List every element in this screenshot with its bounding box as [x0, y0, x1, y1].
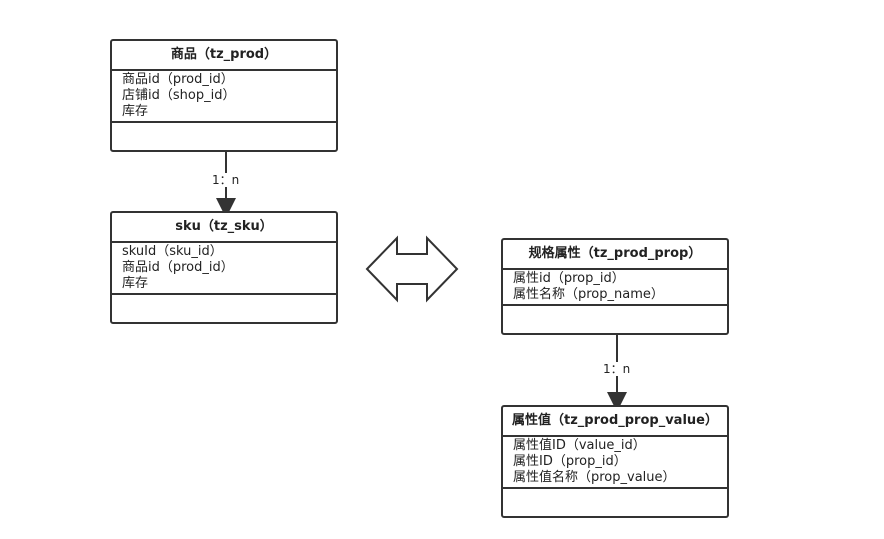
- entity-attribute: 属性值ID（value_id）: [513, 438, 646, 453]
- entity-attribute: 店铺id（shop_id）: [122, 88, 236, 103]
- entity-attribute: 属性值名称（prop_value）: [513, 470, 676, 485]
- entity-attribute: 属性名称（prop_name）: [513, 287, 664, 302]
- entity-attribute: 属性ID（prop_id）: [513, 454, 627, 469]
- entity-attributes: 属性id（prop_id） 属性名称（prop_name）: [503, 270, 727, 306]
- entity-methods: [112, 295, 336, 322]
- entity-title: 规格属性（tz_prod_prop）: [503, 240, 727, 270]
- entity-attribute: 库存: [122, 104, 149, 119]
- entity-attributes: 属性值ID（value_id） 属性ID（prop_id） 属性值名称（prop…: [503, 437, 727, 489]
- entity-attribute: 商品id（prod_id）: [122, 72, 234, 87]
- entity-methods: [503, 489, 727, 516]
- entity-attribute: skuId（sku_id）: [122, 244, 223, 259]
- entity-attributes: 商品id（prod_id） 店铺id（shop_id） 库存: [112, 71, 336, 123]
- entity-methods: [503, 306, 727, 333]
- entity-attribute: 库存: [122, 276, 149, 291]
- entity-title: 属性值（tz_prod_prop_value）: [503, 407, 727, 437]
- entity-prod-prop: 规格属性（tz_prod_prop） 属性id（prop_id） 属性名称（pr…: [501, 238, 729, 335]
- entity-methods: [112, 123, 336, 150]
- double-arrow-icon: [365, 235, 459, 303]
- entity-title: 商品（tz_prod）: [112, 41, 336, 71]
- entity-sku: sku（tz_sku） skuId（sku_id） 商品id（prod_id） …: [110, 211, 338, 324]
- entity-attribute: 商品id（prod_id）: [122, 260, 234, 275]
- entity-title: sku（tz_sku）: [112, 213, 336, 243]
- prod-sku-cardinality: 1：n: [210, 173, 242, 187]
- entity-prod-prop-value: 属性值（tz_prod_prop_value） 属性值ID（value_id） …: [501, 405, 729, 518]
- entity-attribute: 属性id（prop_id）: [513, 271, 625, 286]
- prop-value-cardinality: 1：n: [601, 362, 633, 376]
- entity-prod: 商品（tz_prod） 商品id（prod_id） 店铺id（shop_id） …: [110, 39, 338, 152]
- entity-attributes: skuId（sku_id） 商品id（prod_id） 库存: [112, 243, 336, 295]
